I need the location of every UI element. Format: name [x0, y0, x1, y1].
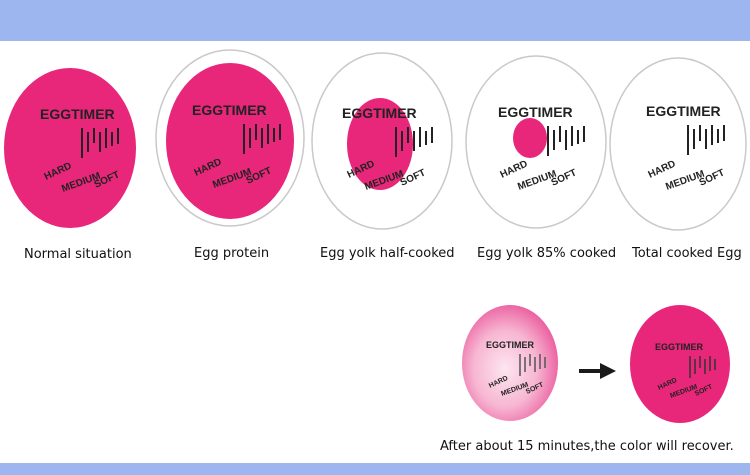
scale-ticks-icon — [243, 124, 281, 154]
scale-ticks-icon — [81, 128, 119, 158]
egg-shell — [609, 57, 747, 231]
brand-label: EGGTIMER — [655, 342, 704, 352]
stage-egg-5: EGGTIMER HARD MEDIUM SOFT — [609, 57, 747, 231]
brand-label: EGGTIMER — [646, 103, 721, 119]
egg-shell — [4, 68, 136, 228]
brand-label: EGGTIMER — [342, 105, 417, 121]
stage-caption-3: Egg yolk half-cooked — [320, 246, 455, 261]
brand-label: EGGTIMER — [498, 104, 573, 120]
stage-egg-4: EGGTIMER HARD MEDIUM SOFT — [465, 55, 607, 229]
stage-caption-4: Egg yolk 85% cooked — [477, 246, 616, 261]
stage-egg-1: EGGTIMER HARD MEDIUM SOFT — [4, 68, 136, 228]
pink-core — [513, 118, 547, 158]
stage-egg-2: EGGTIMER HARD MEDIUM SOFT — [155, 49, 305, 227]
arrow-right-icon — [579, 363, 616, 379]
scale-ticks-icon — [687, 125, 725, 155]
brand-label: EGGTIMER — [486, 340, 535, 350]
stage-caption-5: Total cooked Egg — [631, 246, 742, 261]
scale-ticks-icon — [395, 127, 433, 157]
brand-label: EGGTIMER — [192, 102, 267, 118]
top-band — [0, 0, 750, 41]
stage-caption-2: Egg protein — [194, 246, 269, 261]
brand-label: EGGTIMER — [40, 106, 115, 122]
stage-caption-1: Normal situation — [24, 247, 132, 262]
pink-core — [347, 98, 413, 190]
scale-ticks-icon — [547, 126, 585, 156]
pink-core — [166, 63, 294, 219]
bottom-band — [0, 463, 750, 475]
fading-egg-icon: EGGTIMER HARD MEDIUM SOFT — [462, 305, 558, 421]
stage-egg-3: EGGTIMER HARD MEDIUM SOFT — [311, 52, 453, 230]
pink-egg-icon: EGGTIMER HARD MEDIUM SOFT — [630, 305, 730, 423]
recovery-caption: After about 15 minutes,the color will re… — [440, 439, 734, 454]
